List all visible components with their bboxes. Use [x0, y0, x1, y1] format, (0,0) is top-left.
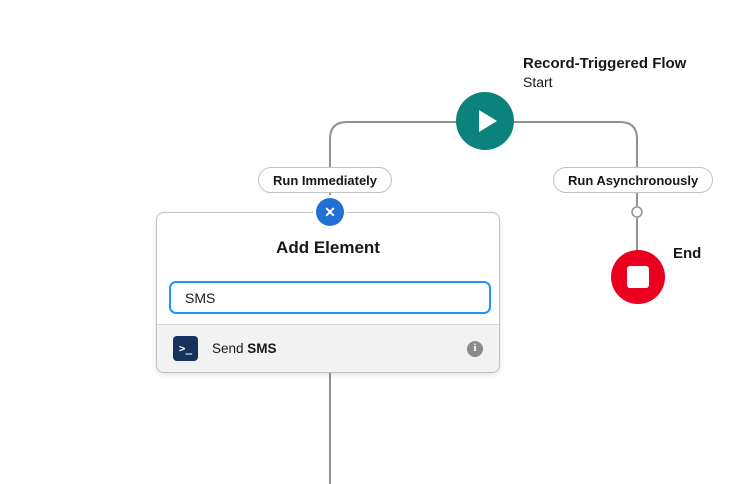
result-label-prefix: Send [212, 341, 248, 356]
close-icon: ✕ [324, 204, 336, 220]
add-element-dialog: Add Element >_ Send SMS i [156, 212, 500, 373]
start-node-title: Record-Triggered Flow [523, 55, 687, 72]
start-node-subtitle: Start [523, 74, 553, 90]
dialog-title: Add Element [276, 238, 380, 257]
connector-add-node-circle[interactable] [631, 206, 643, 218]
play-icon [479, 110, 497, 132]
element-search-input[interactable] [169, 281, 491, 314]
start-node-label: Record-Triggered Flow Start [523, 54, 686, 92]
branch-label-run-asynchronously[interactable]: Run Asynchronously [553, 167, 714, 193]
info-icon[interactable]: i [467, 340, 483, 357]
connector-right-branch [514, 121, 638, 206]
terminal-icon: >_ [173, 336, 198, 361]
result-label-bold: SMS [247, 341, 277, 356]
stop-icon [627, 266, 649, 288]
end-node[interactable] [611, 250, 665, 304]
end-node-label: End [673, 245, 702, 262]
result-label: Send SMS [212, 341, 277, 356]
terminal-glyph: >_ [178, 342, 193, 355]
start-node[interactable] [456, 92, 514, 150]
search-result-send-sms[interactable]: >_ Send SMS i [157, 324, 499, 372]
close-dialog-button[interactable]: ✕ [316, 198, 344, 226]
info-glyph: i [473, 342, 477, 354]
branch-label-run-immediately[interactable]: Run Immediately [258, 167, 393, 193]
